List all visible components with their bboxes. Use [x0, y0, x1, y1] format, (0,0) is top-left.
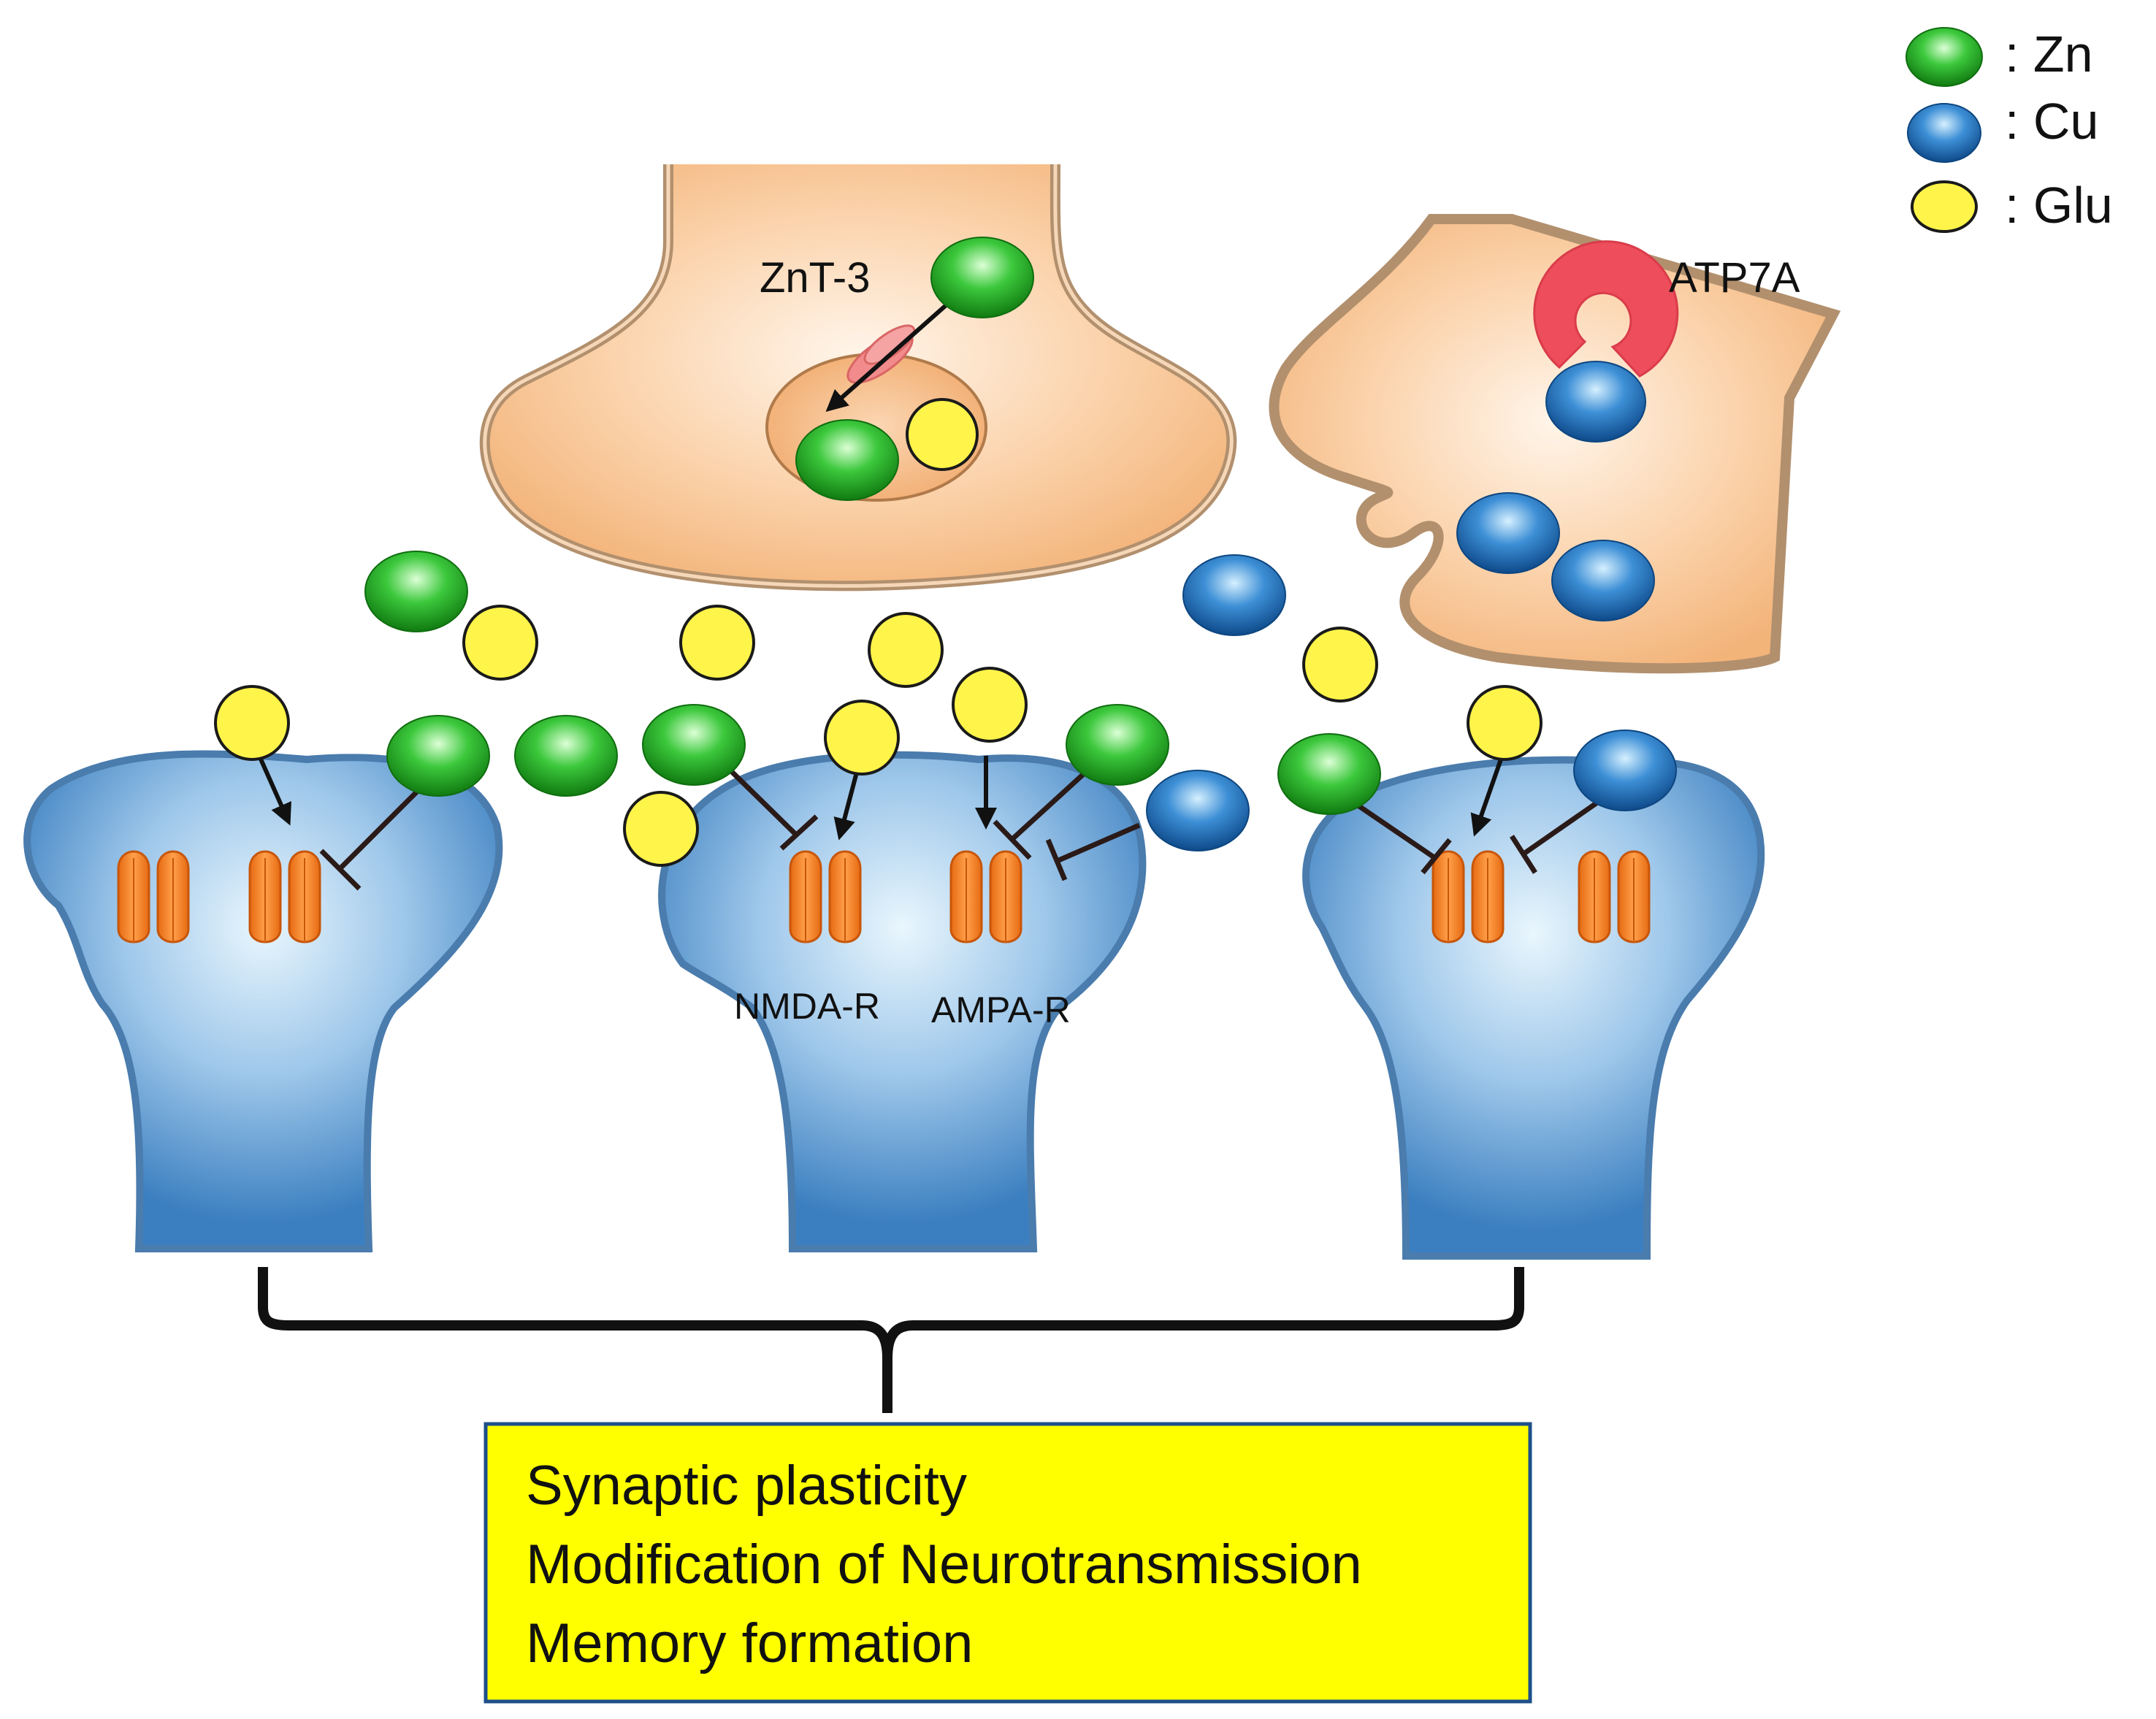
postsynaptic-terminal-left: [23, 750, 503, 1252]
outcome-box: [483, 1422, 1532, 1704]
inhibition-lines: [319, 761, 1608, 891]
legend-cu-label: : Cu: [2005, 93, 2098, 150]
legend-cu-swatch: [1907, 103, 1981, 163]
presynaptic-terminal-cu: [1269, 214, 1841, 674]
outcome-line-2: Modification of Neurotransmission: [526, 1534, 1362, 1596]
legend: : Zn : Cu : Glu: [1905, 26, 2113, 234]
legend-glu-label: : Glu: [2005, 177, 2113, 234]
legend-glu-swatch: [1911, 180, 1978, 233]
outcome-line-1: Synaptic plasticity: [526, 1455, 967, 1517]
legend-zn-label: : Zn: [2005, 26, 2093, 83]
activation-arrows: [257, 754, 1503, 841]
atp7a-transporter: [1533, 240, 1679, 378]
copper-ions: [1146, 361, 1677, 851]
znt3-transporter: [846, 324, 916, 384]
outcome-line-3: Memory formation: [526, 1612, 973, 1674]
ampa-label: AMPA-R: [931, 989, 1071, 1030]
postsynaptic-terminal-right: [1302, 756, 1765, 1260]
grouping-bracket: [258, 1267, 1524, 1413]
glutamate-molecules: [214, 398, 1543, 867]
atp7a-label: ATP7A: [1669, 254, 1800, 302]
legend-zn-swatch: [1905, 27, 1983, 87]
zn-transport-arrow: [825, 294, 958, 412]
znt3-label: ZnT-3: [760, 254, 871, 302]
zinc-ions: [364, 237, 1381, 815]
nmda-label: NMDA-R: [734, 986, 880, 1027]
